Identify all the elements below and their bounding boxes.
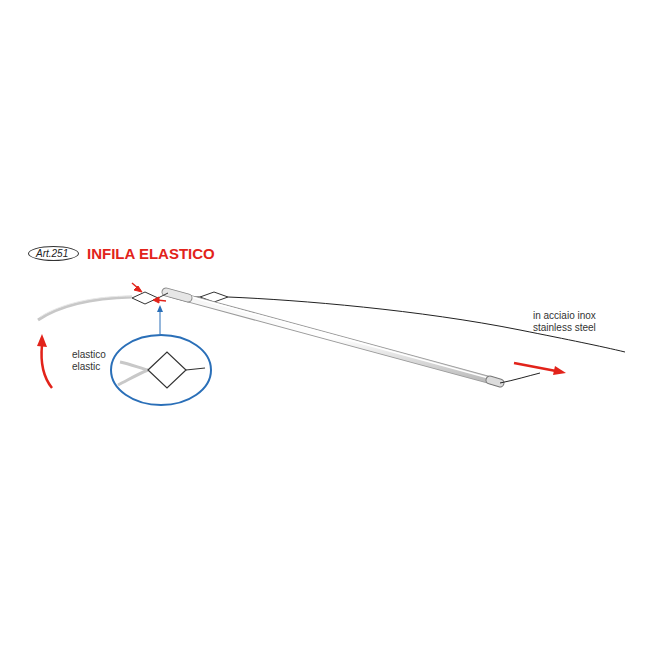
elastic-label: elastic — [72, 361, 100, 372]
elastic-arrow — [37, 334, 52, 388]
article-number: Art.251 — [36, 248, 71, 259]
steel-wire — [193, 292, 625, 352]
elastic-label: elastico — [72, 349, 106, 360]
article-badge: Art.251 — [28, 246, 79, 261]
material-label: in acciaio inox — [533, 310, 596, 321]
zoom-detail — [111, 305, 211, 405]
wire-loop — [132, 292, 168, 304]
pull-arrow — [514, 363, 566, 375]
threader-tube — [166, 292, 540, 383]
product-title: INFILA ELASTICO — [87, 245, 215, 262]
pointer-arrows — [132, 283, 166, 303]
material-label: stainless steel — [533, 322, 596, 333]
elastic-cord — [38, 296, 132, 320]
